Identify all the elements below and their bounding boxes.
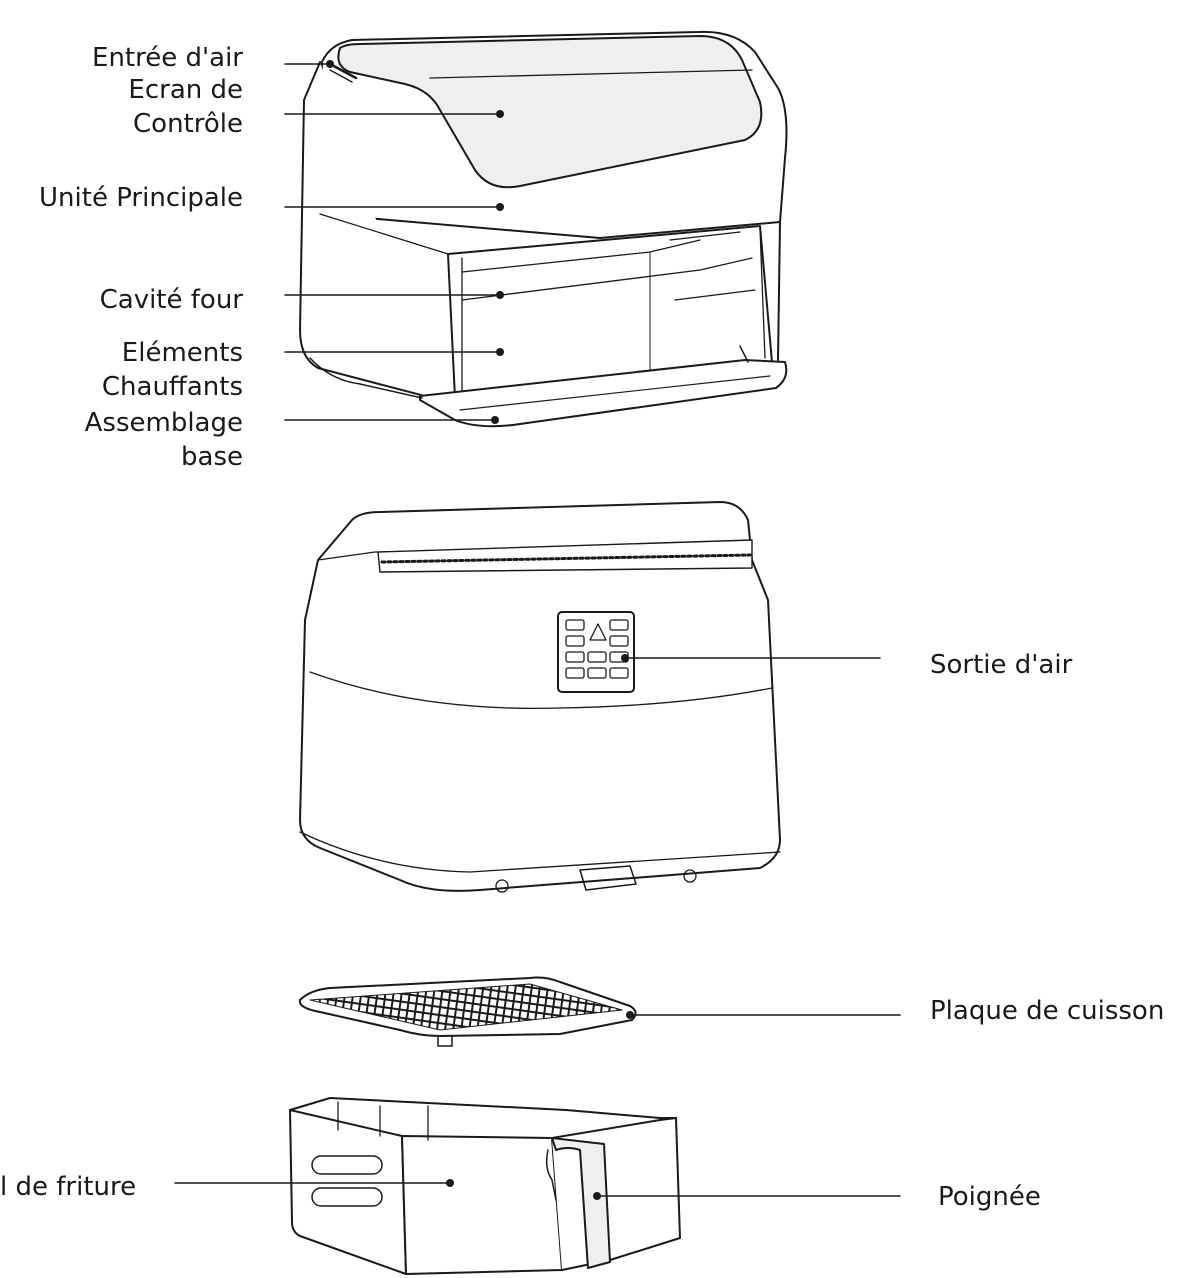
basket-handle [551,1137,611,1269]
housing-vent-strip [377,539,753,573]
label-main-unit: Unité Principale [39,183,243,213]
label-cooking-plate: Plaque de cuisson [930,996,1165,1026]
control-screen-panel [337,35,763,189]
label-handle: Poignée [938,1182,1041,1212]
cooking-plate-drawing [298,976,637,1047]
label-air-inlet: Entrée d'air [92,43,243,73]
air-outlet-grille [557,611,635,693]
label-oven-cavity: Cavité four [99,285,243,315]
label-base-assembly: Assemblage base [84,408,243,472]
main-unit-drawing [299,30,788,428]
outer-housing-drawing [299,501,781,893]
leader-dots [326,60,634,1200]
leader-lines [174,63,901,1197]
label-heating-elements: Eléments Chauffants [101,338,243,402]
label-air-outlet: Sortie d'air [930,650,1073,680]
frying-basket-drawing [289,1097,681,1275]
label-frying-basket: l de friture [0,1172,137,1202]
base-assembly-tray [419,359,788,428]
label-control-screen: Ecran de Contrôle [128,75,243,139]
